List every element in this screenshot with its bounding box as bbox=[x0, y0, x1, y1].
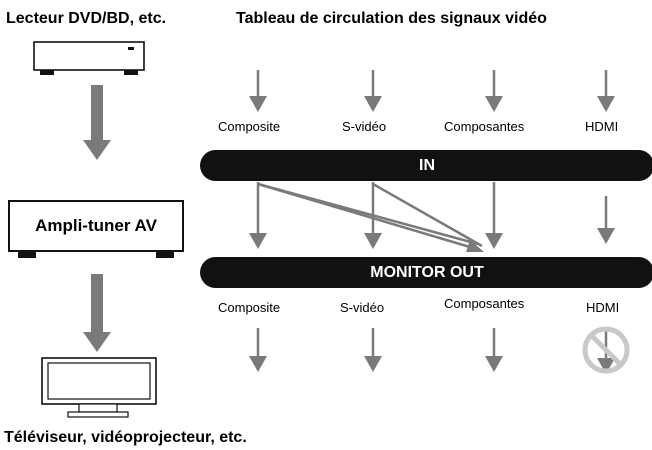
amp-foot-left bbox=[18, 252, 36, 258]
source-to-amp-arrow bbox=[83, 85, 111, 160]
input-bar-label: IN bbox=[419, 156, 435, 174]
source-device-header: Lecteur DVD/BD, etc. bbox=[6, 10, 167, 27]
input-label-hdmi: HDMI bbox=[585, 119, 619, 134]
monitor-out-label: MONITOR OUT bbox=[370, 263, 484, 281]
display-device-header: Téléviseur, vidéoprojecteur, etc. bbox=[4, 429, 247, 446]
signal-table-title: Tableau de circulation des signaux vidéo bbox=[236, 10, 547, 27]
output-label-hdmi: HDMI bbox=[586, 300, 620, 315]
output-label-component: Composantes bbox=[444, 296, 525, 311]
dvd-player-icon bbox=[33, 41, 145, 75]
television-icon bbox=[41, 357, 157, 418]
input-label-component: Composantes bbox=[444, 119, 525, 134]
prohibited-icon bbox=[582, 326, 630, 374]
monitor-out-bar: MONITOR OUT bbox=[200, 257, 652, 288]
conversion-lines bbox=[256, 182, 608, 252]
input-label-svideo: S-vidéo bbox=[342, 119, 387, 134]
amplifier-label: Ampli-tuner AV bbox=[35, 216, 157, 235]
amp-foot-right bbox=[156, 252, 174, 258]
output-label-svideo: S-vidéo bbox=[340, 300, 385, 315]
output-label-composite: Composite bbox=[218, 300, 281, 315]
input-label-composite: Composite bbox=[218, 119, 281, 134]
input-bar: IN bbox=[200, 150, 652, 181]
amp-to-display-arrow bbox=[83, 274, 111, 352]
amplifier-box: Ampli-tuner AV bbox=[8, 200, 184, 252]
